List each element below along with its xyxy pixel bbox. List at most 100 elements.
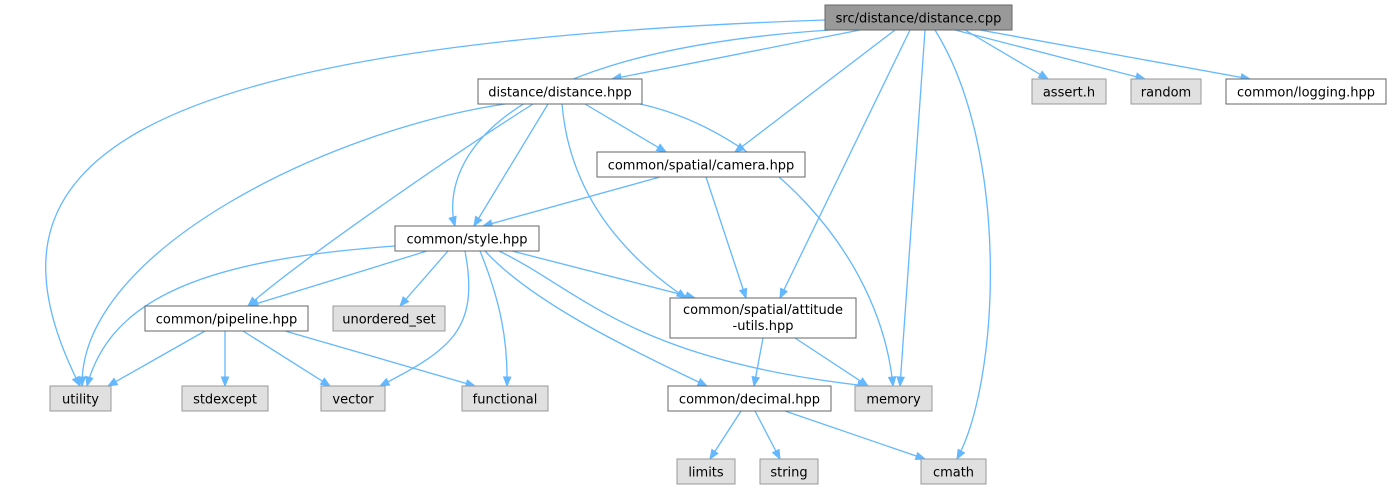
node-camera-hpp[interactable]: common/spatial/camera.hpp bbox=[596, 151, 806, 178]
node-label: vector bbox=[332, 393, 374, 408]
node-box bbox=[596, 151, 806, 178]
arrowhead-root-to-attitude_utils bbox=[779, 287, 789, 300]
node-label: common/decimal.hpp bbox=[679, 393, 820, 408]
edge-style_hpp-to-pipeline_hpp bbox=[248, 250, 428, 307]
node-unordered-set[interactable]: unordered_set bbox=[332, 305, 446, 332]
edge-style_hpp-to-utility bbox=[86, 245, 396, 387]
node-box bbox=[332, 305, 446, 332]
node-label: common/logging.hpp bbox=[1237, 86, 1375, 101]
node-label: stdexcept bbox=[193, 393, 257, 408]
node-vector[interactable]: vector bbox=[320, 385, 386, 412]
node-box bbox=[320, 385, 386, 412]
arrowhead-distance_hpp-to-memory bbox=[887, 376, 897, 388]
node-limits[interactable]: limits bbox=[676, 458, 736, 485]
arrowhead-root-to-assert_h bbox=[1037, 70, 1050, 80]
node-box bbox=[1225, 78, 1387, 105]
edge-attitude_utils-to-memory bbox=[794, 337, 869, 387]
edge-pipeline_hpp-to-utility bbox=[107, 330, 206, 387]
node-label: common/spatial/camera.hpp bbox=[608, 159, 795, 174]
edge-style_hpp-to-memory bbox=[498, 250, 868, 387]
edge-style_hpp-to-vector bbox=[379, 250, 470, 387]
node-utility[interactable]: utility bbox=[49, 385, 112, 412]
edge-root-to-assert_h bbox=[964, 29, 1049, 80]
node-box bbox=[461, 385, 549, 412]
edge-style_hpp-to-decimal_hpp bbox=[484, 250, 708, 387]
node-box bbox=[477, 78, 643, 105]
node-memory[interactable]: memory bbox=[854, 385, 933, 412]
arrowhead-style_hpp-to-vector bbox=[378, 377, 391, 387]
edge-pipeline_hpp-to-functional bbox=[284, 330, 476, 387]
arrowhead-camera_hpp-to-attitude_utils bbox=[738, 287, 748, 300]
edge-root-to-attitude_utils bbox=[779, 29, 911, 299]
arrowhead-decimal_hpp-to-limits bbox=[709, 448, 719, 461]
edge-distance_hpp-to-style_hpp bbox=[473, 103, 549, 227]
arrowhead-root-to-memory bbox=[896, 376, 905, 388]
node-label: random bbox=[1141, 86, 1191, 101]
node-style-hpp[interactable]: common/style.hpp bbox=[394, 225, 540, 252]
edge-style_hpp-to-unordered_set bbox=[399, 250, 449, 307]
edge-root-to-logging_hpp bbox=[979, 29, 1251, 80]
node-box bbox=[667, 385, 832, 412]
arrowhead-root-to-style_hpp bbox=[448, 215, 457, 228]
node-label: string bbox=[770, 466, 807, 481]
node-random[interactable]: random bbox=[1130, 78, 1202, 105]
node-box bbox=[759, 458, 819, 485]
edge-root-to-utility bbox=[45, 19, 826, 387]
node-pipeline-hpp[interactable]: common/pipeline.hpp bbox=[144, 305, 309, 332]
node-label: utility bbox=[62, 393, 99, 408]
edge-distance_hpp-to-utility bbox=[81, 103, 506, 387]
node-box bbox=[854, 385, 933, 412]
node-label: limits bbox=[688, 466, 724, 481]
node-label: src/distance/distance.cpp bbox=[836, 12, 1002, 27]
edge-root-to-memory bbox=[899, 29, 926, 387]
node-label: assert.h bbox=[1043, 86, 1095, 101]
node-label: functional bbox=[473, 393, 538, 408]
arrowhead-attitude_utils-to-decimal_hpp bbox=[751, 375, 761, 388]
node-assert-h[interactable]: assert.h bbox=[1031, 78, 1107, 105]
edge-decimal_hpp-to-limits bbox=[709, 410, 742, 460]
edge-distance_hpp-to-memory bbox=[639, 103, 894, 387]
edge-root-to-random bbox=[954, 29, 1146, 80]
edge-distance_hpp-to-attitude_utils bbox=[561, 103, 687, 299]
node-stdexcept[interactable]: stdexcept bbox=[181, 385, 269, 412]
edge-style_hpp-to-attitude_utils bbox=[511, 250, 696, 299]
arrowhead-style_hpp-to-unordered_set bbox=[399, 295, 410, 308]
node-label: cmath bbox=[933, 466, 974, 481]
edge-root-to-cmath bbox=[934, 29, 991, 460]
node-root[interactable]: src/distance/distance.cpp bbox=[824, 4, 1013, 31]
nodes-layer: src/distance/distance.cpp distance/distan… bbox=[49, 4, 1387, 485]
arrowhead-root-to-cmath bbox=[956, 448, 966, 461]
arrowhead-decimal_hpp-to-string bbox=[771, 448, 781, 461]
node-box bbox=[920, 458, 987, 485]
node-label: common/style.hpp bbox=[406, 233, 527, 248]
node-decimal-hpp[interactable]: common/decimal.hpp bbox=[667, 385, 832, 412]
arrowhead-style_hpp-to-functional bbox=[502, 376, 512, 388]
node-cmath[interactable]: cmath bbox=[920, 458, 987, 485]
arrowhead-decimal_hpp-to-cmath bbox=[914, 451, 927, 461]
node-box bbox=[1031, 78, 1107, 105]
arrowhead-distance_hpp-to-style_hpp bbox=[473, 215, 483, 228]
edge-distance_hpp-to-pipeline_hpp bbox=[247, 103, 534, 307]
node-label: unordered_set bbox=[342, 313, 435, 328]
arrowhead-root-to-camera_hpp bbox=[733, 142, 746, 153]
edge-pipeline_hpp-to-vector bbox=[242, 330, 331, 387]
node-logging-hpp[interactable]: common/logging.hpp bbox=[1225, 78, 1387, 105]
edge-root-to-camera_hpp bbox=[734, 29, 896, 153]
node-distance-hpp[interactable]: distance/distance.hpp bbox=[477, 78, 643, 105]
edge-style_hpp-to-functional bbox=[479, 250, 508, 387]
edge-camera_hpp-to-attitude_utils bbox=[705, 176, 747, 299]
edge-decimal_hpp-to-cmath bbox=[784, 410, 926, 460]
node-box bbox=[394, 225, 540, 252]
arrowhead-style_hpp-to-utility bbox=[85, 375, 94, 388]
node-string[interactable]: string bbox=[759, 458, 819, 485]
edge-root-to-style_hpp bbox=[452, 29, 831, 227]
arrowhead-distance_hpp-to-utility bbox=[77, 376, 87, 388]
edges-layer bbox=[45, 19, 1252, 461]
arrowhead-pipeline_hpp-to-vector bbox=[319, 377, 332, 387]
edge-camera_hpp-to-style_hpp bbox=[482, 176, 661, 227]
arrowhead-pipeline_hpp-to-utility bbox=[106, 377, 119, 387]
node-label: memory bbox=[866, 393, 921, 408]
node-functional[interactable]: functional bbox=[461, 385, 549, 412]
node-attitude-utils[interactable]: common/spatial/attitude-utils.hpp bbox=[669, 297, 857, 339]
